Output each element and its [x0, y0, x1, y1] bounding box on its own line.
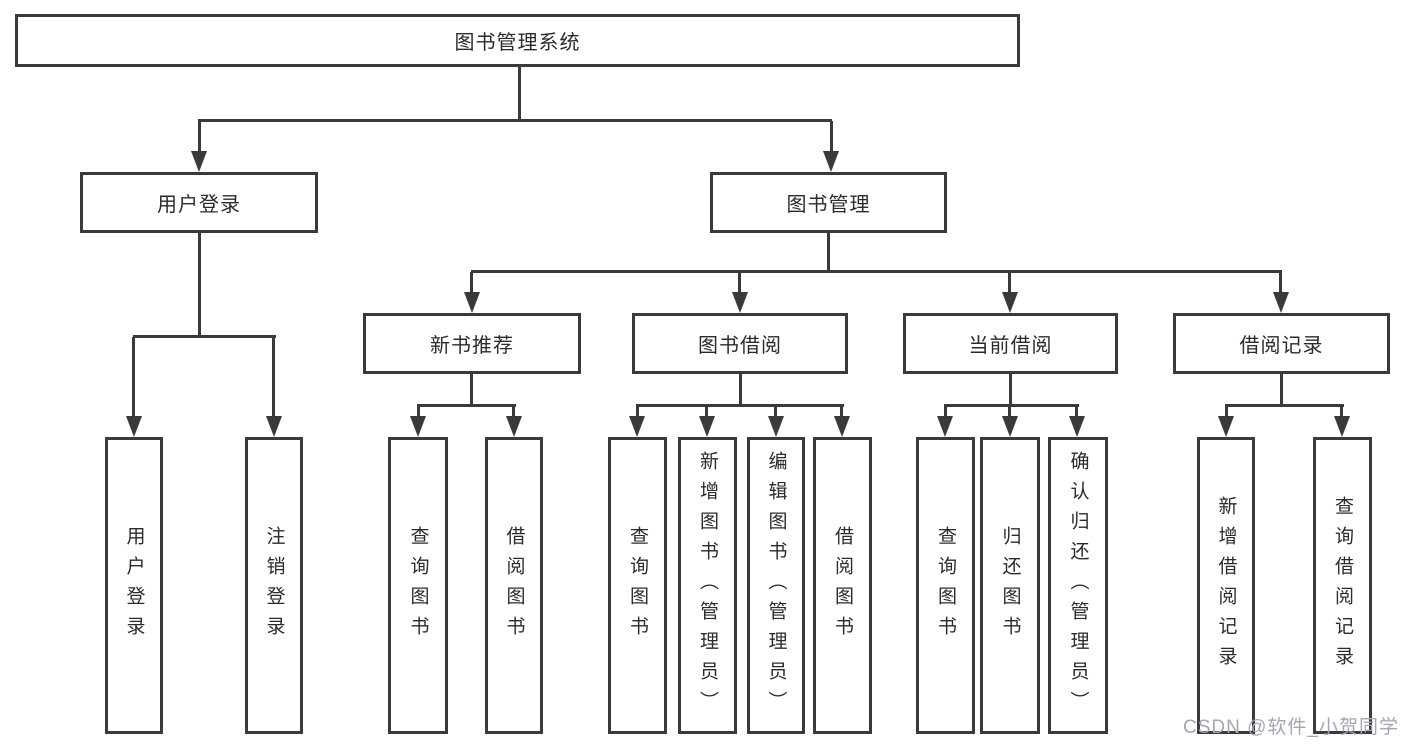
connector-shaft [840, 406, 843, 417]
leaf-query-books-borrow: 查询图书 [608, 437, 667, 734]
connector-shaft [1075, 406, 1078, 417]
node-library-management-system: 图书管理系统 [15, 14, 1020, 67]
connector-shaft [944, 406, 947, 417]
leaf-query-books-recommend: 查询图书 [388, 437, 448, 734]
arrow-down-icon [126, 416, 142, 437]
connector-shaft [1008, 406, 1011, 417]
leaf-user-login: 用户登录 [105, 437, 163, 734]
connector-shaft [272, 337, 275, 417]
connector-shaft [470, 272, 473, 293]
arrow-down-icon [410, 416, 426, 437]
connector-shaft [738, 272, 741, 293]
leaf-borrow-books-recommend: 借阅图书 [485, 437, 543, 734]
connector-stem [470, 373, 473, 406]
arrow-down-icon [1218, 416, 1234, 437]
arrow-down-icon [464, 292, 480, 313]
arrow-down-icon [1002, 416, 1018, 437]
leaf-confirm-return-admin: 确认归还（管理员） [1048, 437, 1108, 734]
connector-user-login-bar [133, 335, 276, 338]
arrow-down-icon [732, 292, 748, 313]
connector-shaft [705, 406, 708, 417]
node-new-book-recommend: 新书推荐 [363, 313, 581, 374]
arrow-down-icon [937, 416, 953, 437]
connector-book-mgmt-stem [827, 232, 830, 272]
leaf-query-borrow-record: 查询借阅记录 [1313, 437, 1372, 734]
connector-root-stem [518, 66, 521, 121]
connector-shaft [1279, 272, 1282, 293]
leaf-return-books: 归还图书 [980, 437, 1040, 734]
arrow-down-icon [834, 416, 850, 437]
connector-shaft [417, 406, 420, 417]
arrow-down-icon [699, 416, 715, 437]
csdn-watermark: CSDN @软件_小贺同学 [1183, 717, 1399, 738]
connector-shaft [132, 337, 135, 417]
node-book-borrow: 图书借阅 [632, 313, 848, 374]
connector-book-mgmt-shaft [830, 121, 833, 152]
arrow-down-icon [823, 151, 839, 172]
arrow-down-icon [266, 416, 282, 437]
connector-book-mgmt-bar [471, 270, 1282, 273]
leaf-edit-books-admin: 编辑图书（管理员） [747, 437, 805, 734]
leaf-query-books-current: 查询图书 [916, 437, 975, 734]
arrow-down-icon [1273, 292, 1289, 313]
arrow-down-icon [506, 416, 522, 437]
connector-user-login-stem [198, 232, 201, 337]
arrow-down-icon [1069, 416, 1085, 437]
connector-shaft [512, 406, 515, 417]
arrow-down-icon [768, 416, 784, 437]
node-book-management: 图书管理 [710, 172, 947, 233]
connector-shaft [1008, 272, 1011, 293]
connector-shaft [1225, 406, 1228, 417]
connector-bar [417, 404, 516, 407]
node-borrow-records: 借阅记录 [1173, 313, 1390, 374]
arrow-down-icon [629, 416, 645, 437]
connector-user-login-shaft [198, 121, 201, 152]
leaf-add-books-admin: 新增图书（管理员） [678, 437, 737, 734]
node-current-borrow: 当前借阅 [903, 313, 1118, 374]
arrow-down-icon [1334, 416, 1350, 437]
connector-shaft [636, 406, 639, 417]
leaf-add-borrow-record: 新增借阅记录 [1197, 437, 1255, 734]
connector-bar [944, 404, 1079, 407]
connector-stem [1009, 373, 1012, 406]
arrow-down-icon [191, 151, 207, 172]
connector-root-bar [198, 119, 832, 122]
leaf-logout-login: 注销登录 [245, 437, 303, 734]
connector-stem [1280, 373, 1283, 406]
connector-shaft [1340, 406, 1343, 417]
connector-shaft [774, 406, 777, 417]
leaf-borrow-books: 借阅图书 [813, 437, 872, 734]
arrow-down-icon [1002, 292, 1018, 313]
connector-bar [636, 404, 844, 407]
node-user-login: 用户登录 [80, 172, 318, 233]
connector-stem [739, 373, 742, 406]
connector-bar [1225, 404, 1344, 407]
